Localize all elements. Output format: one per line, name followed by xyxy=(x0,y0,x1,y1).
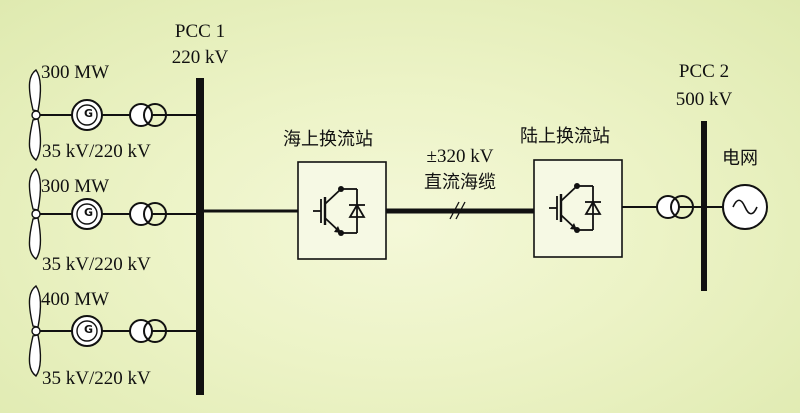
onshore-station-label: 陆上换流站 xyxy=(520,126,610,147)
feeder-2 xyxy=(28,168,200,260)
onshore-converter-box xyxy=(533,159,623,258)
transformer-icon xyxy=(130,320,166,342)
transformer-icon xyxy=(130,203,166,225)
unit-1-transformer: 35 kV/220 kV xyxy=(42,141,151,162)
pcc1-voltage: 220 kV xyxy=(171,47,229,68)
transformer-icon xyxy=(130,104,166,126)
feeder-3 xyxy=(28,285,200,377)
offshore-station-label: 海上换流站 xyxy=(283,129,373,150)
unit-3-power: 400 MW xyxy=(41,289,110,310)
dc-cable-label: 直流海缆 xyxy=(424,172,496,193)
grid-label: 电网 xyxy=(722,148,758,169)
generator-icon: G xyxy=(84,323,94,336)
unit-2-transformer: 35 kV/220 kV xyxy=(42,254,151,275)
unit-2-power: 300 MW xyxy=(41,176,110,197)
dc-cable-voltage: ±320 kV xyxy=(426,146,494,167)
converter-icon xyxy=(548,185,604,231)
transformer-icon xyxy=(657,196,693,218)
unit-1-power: 300 MW xyxy=(41,62,110,83)
pcc2-name: PCC 2 xyxy=(678,61,730,82)
pcc1-busbar xyxy=(196,78,204,395)
generator-icon: G xyxy=(84,206,94,219)
converter-icon xyxy=(312,188,368,234)
unit-3-transformer: 35 kV/220 kV xyxy=(42,368,151,389)
pcc2-voltage: 500 kV xyxy=(675,89,733,110)
feeder-1 xyxy=(28,69,200,161)
generator-icon: G xyxy=(84,107,94,120)
pcc1-name: PCC 1 xyxy=(174,21,226,42)
offshore-converter-box xyxy=(297,161,387,260)
